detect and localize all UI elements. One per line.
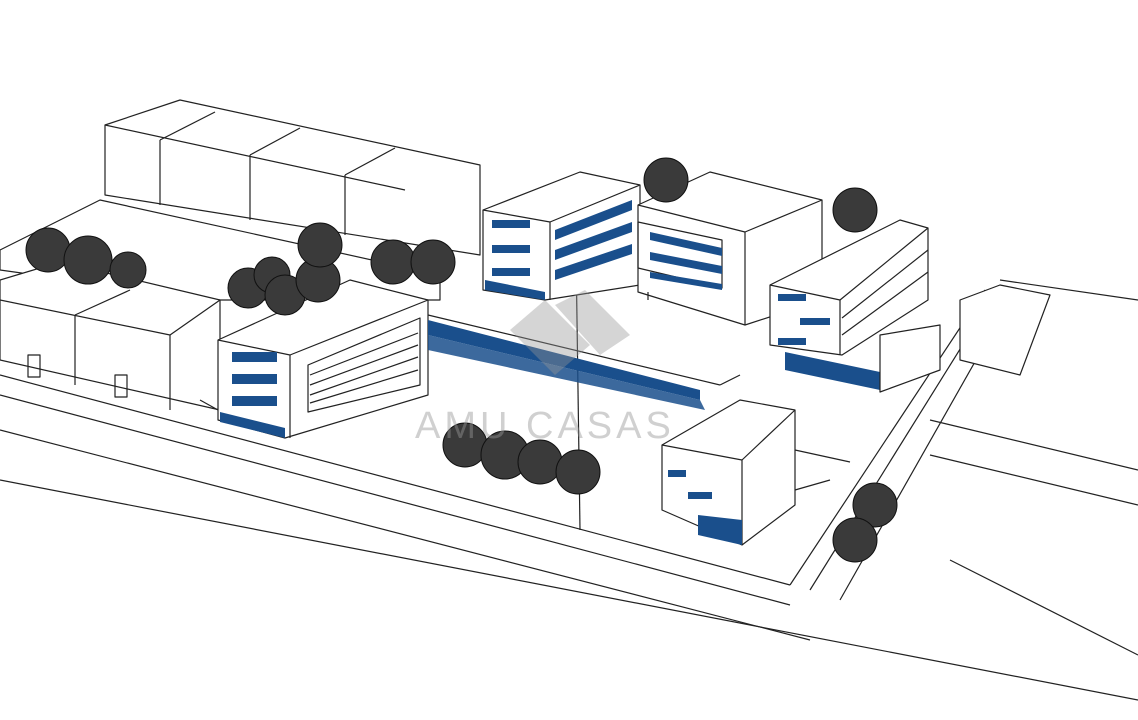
tree: [517, 439, 563, 485]
building-back-center: [482, 171, 641, 301]
tree: [410, 239, 456, 285]
tree: [832, 187, 878, 233]
tree: [25, 227, 71, 273]
building-front-center: [199, 279, 429, 439]
tree: [832, 517, 878, 563]
building-back-left: [104, 99, 481, 256]
tree: [643, 157, 689, 203]
tree: [109, 251, 147, 289]
glass-corridor: [427, 314, 741, 410]
tree: [63, 235, 113, 285]
building-far-right: [769, 219, 1051, 393]
tree: [370, 239, 416, 285]
building-front-right: [661, 399, 851, 546]
watermark-logo-mark: [510, 290, 630, 375]
tree: [297, 222, 343, 268]
tree: [555, 449, 601, 495]
tree: [852, 482, 898, 528]
tree: [442, 422, 488, 468]
trees: [25, 157, 898, 563]
